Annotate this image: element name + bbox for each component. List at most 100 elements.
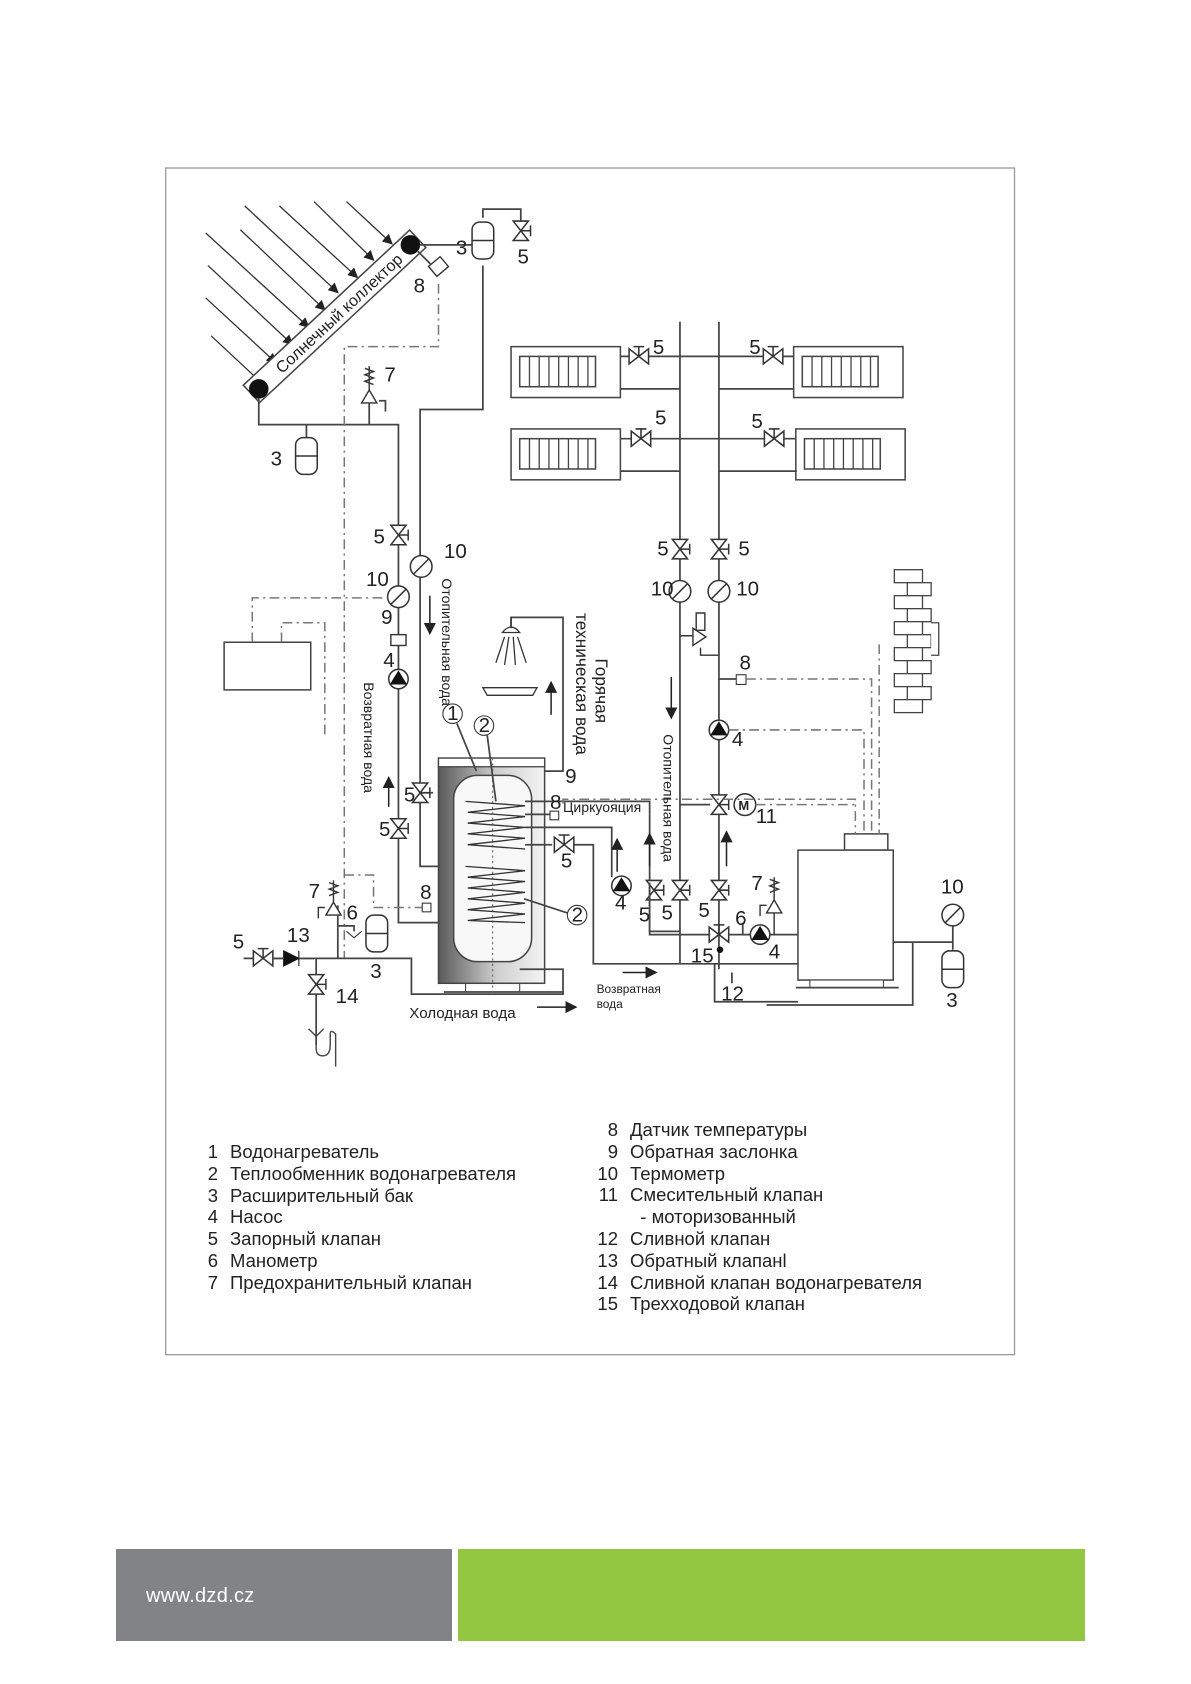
component-number: 8 <box>414 275 425 298</box>
footer-url-link[interactable]: www.dzd.cz <box>146 1585 255 1607</box>
component-number: 4 <box>732 728 743 751</box>
component-number: 4 <box>615 892 626 915</box>
pump-icon <box>387 668 409 690</box>
legend-text: Смесительный клапан <box>630 1184 824 1206</box>
shower-icon <box>481 617 539 696</box>
motor-label: M <box>738 798 749 813</box>
component-number: 5 <box>662 901 673 924</box>
expansion-tank-icon <box>365 914 389 953</box>
radiator <box>792 345 904 399</box>
shutoff-valve-icon <box>390 817 409 839</box>
legend-item: 11 Смесительный клапан <box>588 1184 922 1206</box>
mixing-valve-icon <box>710 794 730 816</box>
collector-label: Солнечный коллектор <box>272 250 406 377</box>
legend-number: 2 <box>207 1162 218 1184</box>
temperature-sensor-icon <box>549 810 560 821</box>
component-number: 5 <box>561 849 572 872</box>
component-number: 5 <box>749 336 760 359</box>
expansion-tank-icon <box>941 950 965 989</box>
legend-number: 1 <box>207 1141 218 1162</box>
circulation-label: Циркуояция <box>563 799 641 815</box>
component-number: 5 <box>404 783 415 806</box>
label-circle <box>473 715 495 736</box>
pump-icon <box>708 719 730 741</box>
component-number: 12 <box>721 983 744 1006</box>
footer-gray-block: www.dzd.cz <box>116 1549 452 1641</box>
bypass-valve-icon <box>679 612 719 656</box>
legend-text: Обратный клапанl <box>630 1249 787 1271</box>
collector-inlet-dot <box>249 379 269 399</box>
legend-text: Насос <box>230 1206 283 1228</box>
legend-text: Датчик температуры <box>630 1119 808 1140</box>
pump-icon <box>749 924 771 946</box>
return-water-label: Возвратная вода <box>361 682 377 793</box>
component-number: 3 <box>370 960 381 983</box>
shutoff-valve-icon <box>390 524 409 546</box>
legend-text: Обратная заслонка <box>630 1140 798 1162</box>
expansion-tank-icon <box>471 221 495 260</box>
component-number: 8 <box>550 791 561 814</box>
component-number: 5 <box>379 818 390 841</box>
component-number: 13 <box>287 924 310 947</box>
safety-valve-icon <box>360 366 379 404</box>
legend-text: Водонагреватель <box>230 1141 380 1162</box>
legend-text: Запорный клапан <box>230 1228 381 1250</box>
component-number: 6 <box>346 901 357 924</box>
thermometer-icon <box>386 585 411 609</box>
component-number: 10 <box>736 578 759 601</box>
component-number: 10 <box>941 875 964 898</box>
component-number: 5 <box>233 931 244 954</box>
thermometer-icon <box>409 554 433 579</box>
collector-outlet-dot <box>400 235 421 255</box>
component-number: 8 <box>740 651 751 674</box>
legend-number: 7 <box>207 1271 218 1293</box>
component-number: 5 <box>518 245 529 268</box>
legend-text: Трехходовой клапан <box>630 1293 805 1315</box>
component-number: 9 <box>381 606 392 629</box>
legend-text: Сливной клапан водонагревателя <box>630 1271 923 1293</box>
legend-number: 10 <box>597 1162 618 1184</box>
component-number: 1 <box>447 702 458 725</box>
diagram-frame <box>165 167 1016 1356</box>
legend-text: Расширительный бак <box>230 1184 413 1206</box>
return-water-bottom-1: Возвратная <box>597 982 661 996</box>
safety-valve-icon <box>759 877 783 935</box>
shutoff-valve-icon <box>762 345 784 365</box>
solar-controller <box>223 641 312 691</box>
cold-water-label: Холодная вода <box>409 1005 516 1022</box>
component-number: 15 <box>691 945 714 968</box>
legend-item: - моторизованный <box>588 1206 922 1228</box>
component-number: 10 <box>366 568 389 591</box>
water-heater-tank <box>437 757 564 995</box>
component-number: 3 <box>946 989 957 1012</box>
hot-water-label-2: техническая вода <box>572 613 592 755</box>
safety-valve-icon <box>317 880 343 919</box>
expansion-tank-icon <box>294 436 318 476</box>
component-number: 5 <box>639 904 650 927</box>
shutoff-valve-icon <box>630 428 652 448</box>
footer-green-block <box>458 1549 1085 1641</box>
component-number: 5 <box>374 526 385 549</box>
heating-water-label: Отопительная вода <box>439 578 455 706</box>
brick-wall <box>893 569 940 714</box>
component-number: 2 <box>572 904 583 927</box>
three-way-valve-dot <box>716 946 724 953</box>
temperature-sensor-icon <box>735 674 747 686</box>
component-number: 5 <box>751 410 762 433</box>
sun-rays <box>205 201 393 383</box>
legend-number: 11 <box>598 1184 618 1206</box>
legend-text: Сливной клапан <box>630 1227 771 1249</box>
component-number: 4 <box>769 940 780 963</box>
component-number: 3 <box>271 448 282 471</box>
component-numbers: 3 5 8 7 3 5 10 10 9 4 5 5 1 2 9 8 5 4 2 … <box>233 237 964 1012</box>
component-number: 5 <box>653 336 664 359</box>
legend-number: 4 <box>207 1206 218 1228</box>
thermometer-icon <box>941 903 965 927</box>
